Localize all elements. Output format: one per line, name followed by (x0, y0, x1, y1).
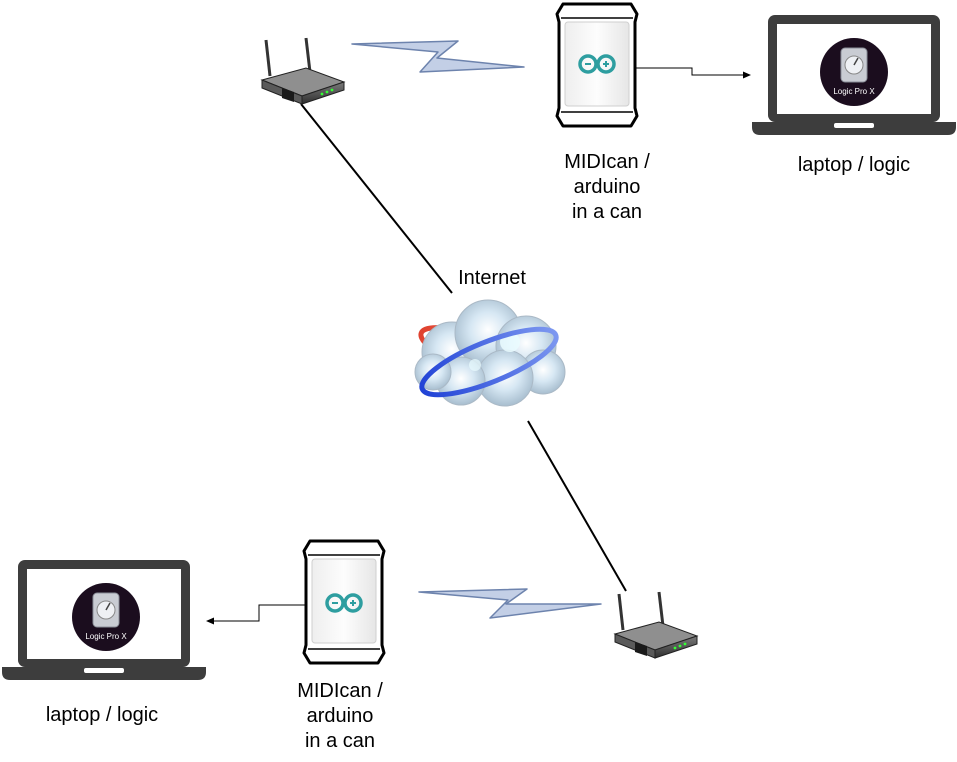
device-to-laptop-arrow-top (633, 67, 751, 79)
device-label-line-2-bottom: arduino (306, 705, 374, 727)
device-label-bottom: MIDIcan / arduino in a can (260, 679, 420, 754)
logic-pro-x-text-top: Logic Pro X (833, 87, 875, 96)
router-icon-top (260, 37, 346, 105)
can-device-icon-top (555, 2, 639, 128)
logic-pro-x-icon-bottom: Logic Pro X (72, 583, 140, 651)
device-label-line-1-bottom: MIDIcan / (297, 680, 383, 702)
device-label-line-2-top: arduino (573, 176, 641, 198)
device-label-top: MIDIcan / arduino in a can (527, 150, 687, 225)
internet-to-router-line-bottom (527, 420, 627, 592)
device-to-laptop-arrow-bottom (206, 604, 311, 625)
logic-pro-x-text-bottom: Logic Pro X (85, 632, 127, 641)
internet-label: Internet (458, 267, 526, 289)
laptop-icon-bottom: Logic Pro X (2, 560, 206, 680)
arduino-logo-icon-bottom (325, 593, 363, 613)
wireless-link-icon-bottom (418, 588, 602, 619)
logic-pro-x-icon-top: Logic Pro X (820, 38, 888, 106)
wireless-link-icon-top (351, 40, 525, 73)
arduino-logo-icon-top (578, 54, 616, 74)
laptop-label-bottom: laptop / logic (45, 704, 159, 726)
laptop-label-top: laptop / logic (797, 154, 911, 176)
device-label-line-3-top: in a can (571, 201, 643, 223)
device-label-line-3-bottom: in a can (304, 730, 376, 752)
internet-cloud-icon (414, 299, 566, 407)
router-to-internet-line-top (300, 103, 453, 294)
laptop-icon-top: Logic Pro X (752, 15, 956, 135)
device-label-line-1-top: MIDIcan / (564, 151, 650, 173)
router-icon-bottom (613, 591, 699, 659)
can-device-icon-bottom (302, 539, 386, 665)
